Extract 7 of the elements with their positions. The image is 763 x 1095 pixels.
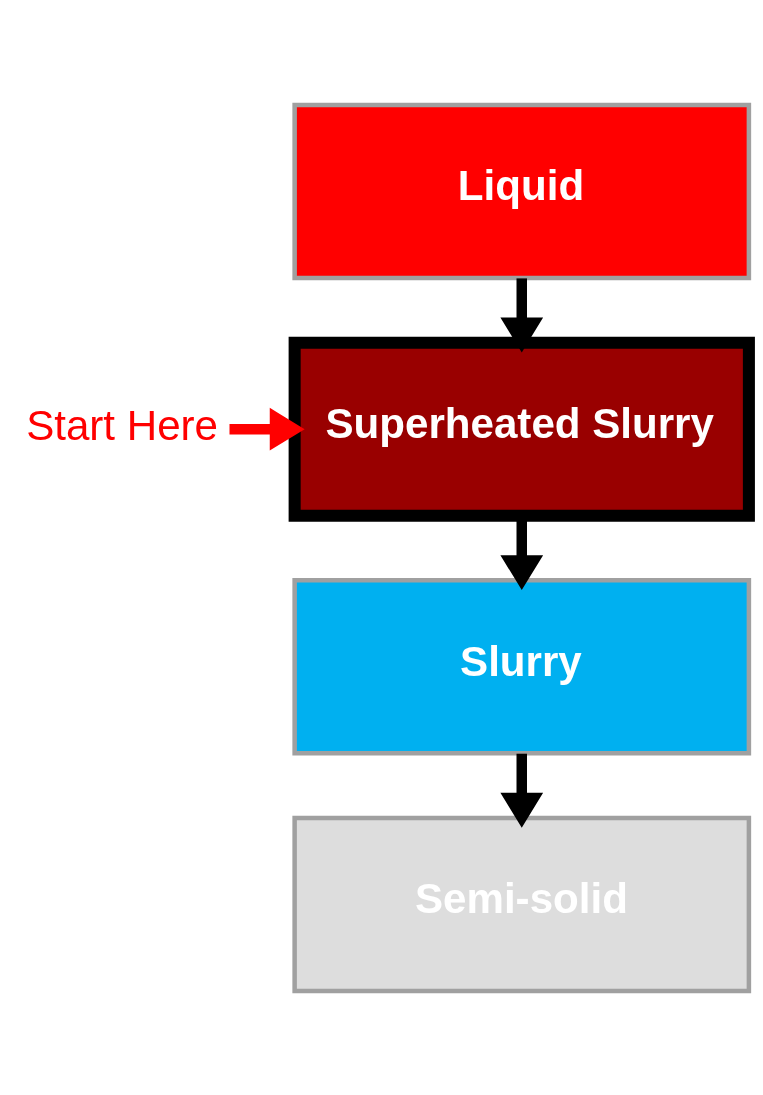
node-box: Superheated Slurry xyxy=(288,336,755,522)
arrow xyxy=(229,407,305,451)
node-box: Slurry xyxy=(292,577,752,756)
node-text: Start Here xyxy=(26,401,219,449)
arrow xyxy=(500,277,544,352)
node-box: Liquid xyxy=(292,102,752,280)
arrow xyxy=(500,753,544,828)
